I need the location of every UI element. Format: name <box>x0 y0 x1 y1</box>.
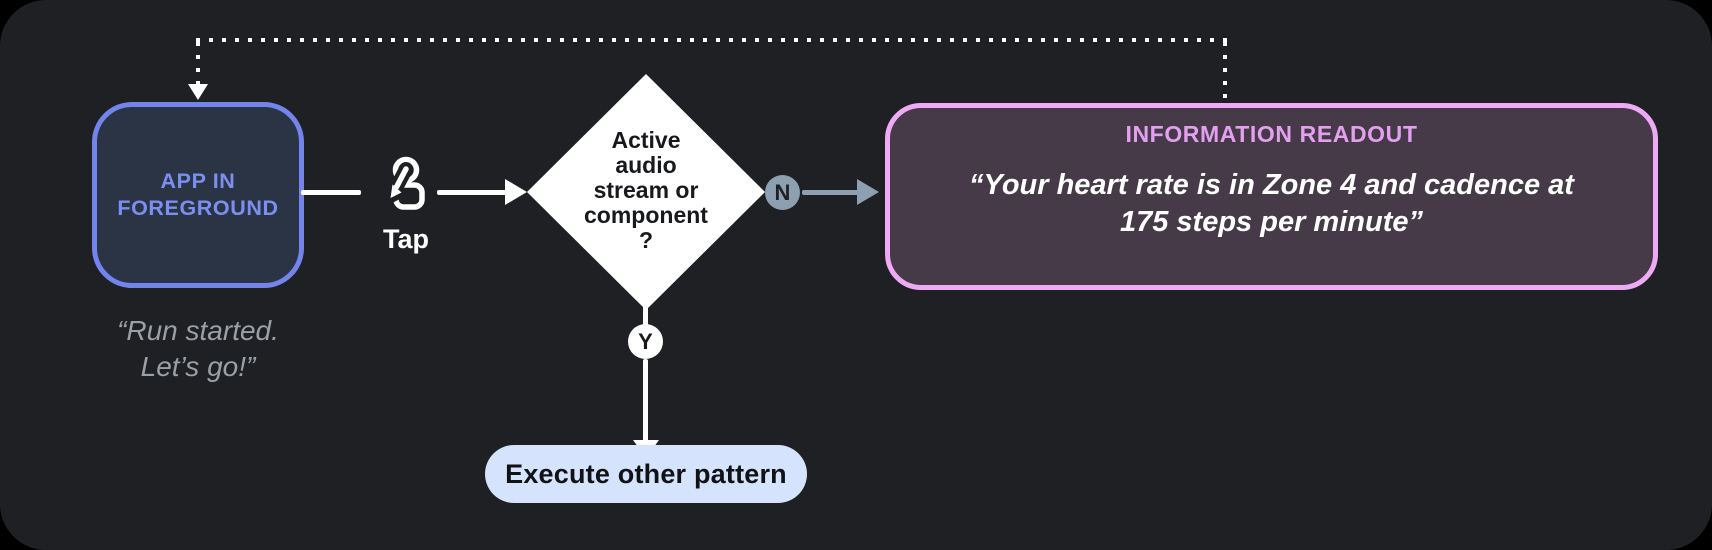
branch-yes-badge: Y <box>628 324 663 359</box>
node-app-in-foreground: APP IN FOREGROUND <box>92 102 304 288</box>
arrowhead-to-decision-icon <box>505 179 527 205</box>
decision-line: component <box>584 202 708 228</box>
tap-label: Tap <box>383 224 429 254</box>
tap-gesture-icon <box>385 156 425 210</box>
connector-tap-to-decision <box>437 190 509 195</box>
arrowhead-to-readout-icon <box>857 179 879 205</box>
app-label-line2: FOREGROUND <box>117 196 279 220</box>
connector-yes-to-action <box>643 359 648 442</box>
node-information-readout: INFORMATION READOUT “Your heart rate is … <box>885 103 1658 290</box>
app-voice-quote: “Run started. Let’s go!” <box>72 313 324 385</box>
connector-app-to-tap <box>301 190 361 195</box>
decision-diamond <box>527 74 765 310</box>
decision-question: Active audio stream or component ? <box>556 128 736 253</box>
connector-no-to-readout <box>802 190 860 195</box>
decision-line: stream or <box>593 177 699 203</box>
connector-decision-to-yes <box>643 305 648 326</box>
node-execute-other-pattern: Execute other pattern <box>485 445 807 503</box>
feedback-dotted-line-left <box>196 42 200 84</box>
app-node-label: APP IN FOREGROUND <box>117 168 278 222</box>
decision-line: ? <box>638 227 654 253</box>
app-quote-line1: “Run started. <box>117 315 279 346</box>
feedback-dotted-line-top <box>196 38 1227 42</box>
app-quote-line2: Let’s go!” <box>140 351 256 382</box>
readout-title: INFORMATION READOUT <box>1125 121 1418 147</box>
readout-quote-line1: “Your heart rate is in Zone 4 and cadenc… <box>969 169 1574 201</box>
decision-line: audio <box>615 152 677 178</box>
branch-no-badge: N <box>765 175 800 210</box>
readout-quote-line2: 175 steps per minute” <box>1119 206 1423 238</box>
feedback-dotted-line-right <box>1223 42 1227 104</box>
decision-line: Active <box>611 127 681 153</box>
app-label-line1: APP IN <box>160 169 236 193</box>
readout-quote: “Your heart rate is in Zone 4 and cadenc… <box>969 167 1574 241</box>
feedback-arrowhead-icon <box>188 84 208 100</box>
